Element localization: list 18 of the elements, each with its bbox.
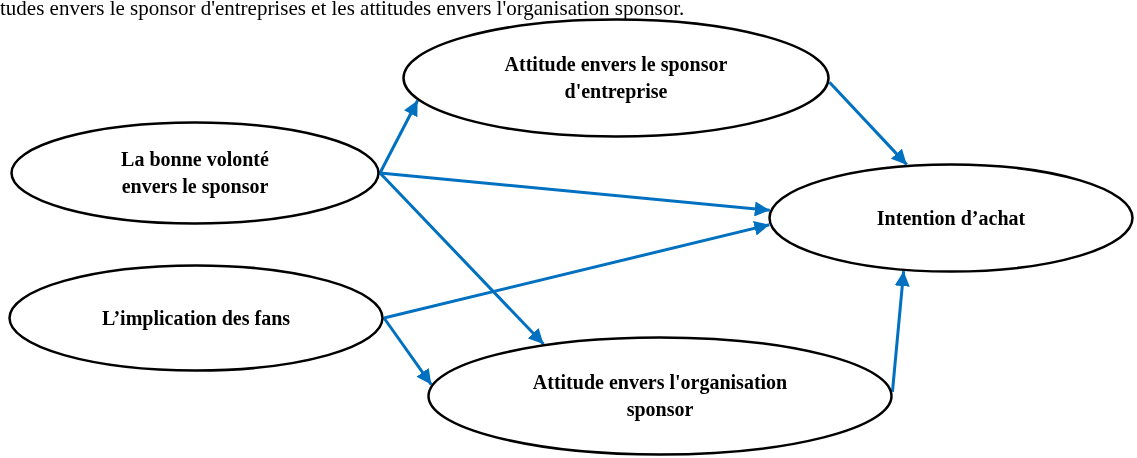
caption-text: tudes envers le sponsor d'entreprises et les attitudes envers l'organisation sponsor. — [0, 0, 685, 21]
node-label: La bonne volonté envers le sponsor — [120, 147, 270, 200]
arrow — [378, 99, 419, 174]
node-label: L’implication des fans — [101, 305, 291, 332]
node-label: Intention d’achat — [876, 205, 1026, 231]
ellipse-node — [402, 18, 830, 138]
ellipse-node — [10, 121, 380, 225]
ellipse-node — [768, 163, 1134, 273]
arrow — [890, 271, 910, 392]
arrow — [379, 171, 770, 217]
arrow — [828, 81, 908, 166]
node-label: Attitude envers le sponsor d'entreprise — [503, 52, 729, 105]
ellipse-node — [427, 336, 893, 456]
arrow — [383, 220, 770, 320]
node-label: Attitude envers l'organisation sponsor — [531, 370, 789, 423]
ellipse-node — [8, 264, 384, 372]
arrow — [378, 171, 545, 346]
arrow — [382, 317, 433, 386]
